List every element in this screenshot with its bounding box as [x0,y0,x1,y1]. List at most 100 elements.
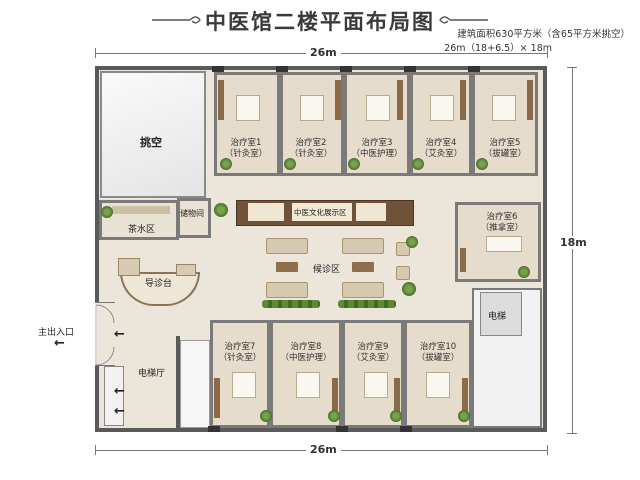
plant-icon [284,158,296,170]
treatment-bed [426,372,450,398]
exhibit-label: 中医文化展示区 [294,208,347,217]
treatment-bed [364,372,388,398]
room-4-type: （艾灸室） [419,149,463,159]
treatment-bed [300,95,324,121]
exhibit-label-box [292,203,352,221]
reception-label: 导诊台 [145,279,173,289]
room-5-type: （拔罐室） [483,149,527,159]
elevator-label: 电梯 [488,312,507,322]
right-cloud-ornament-icon [439,16,488,24]
left-arrow-icon: ← [54,336,65,351]
planter-row [262,300,320,308]
cabinet [397,80,403,120]
cabinet [394,378,400,418]
door-frame [208,426,220,432]
cabinet [460,80,466,120]
treatment-bed [486,236,522,252]
treatment-bed [232,372,256,398]
treatment-bed [492,95,516,121]
plant-icon [402,282,416,296]
plant-icon [328,410,340,422]
outer-wall-left-lower [95,366,99,432]
plant-icon [348,158,360,170]
sofa [266,238,308,254]
door-frame [212,66,224,72]
waiting-area-label: 候诊区 [313,265,341,275]
dim-tick [567,433,577,434]
room-8-name: 治疗室8 [290,342,322,352]
plant-icon [101,206,113,218]
left-arrow-icon: ← [114,384,125,399]
outer-wall-top [95,66,547,70]
room-7-name: 治疗室7 [224,342,256,352]
room-9-type: （艾灸室） [351,353,395,363]
area-info: 建筑面积630平方米（含65平方米挑空） [457,29,630,40]
plant-icon [458,410,470,422]
plant-icon [406,236,418,248]
door-frame [400,426,412,432]
plant-icon [260,410,272,422]
entrance-door[interactable] [95,302,115,366]
left-arrow-icon: ← [114,327,125,342]
room-10-type: （拔罐室） [416,353,460,363]
room-5-name: 治疗室5 [489,138,521,148]
top-dimension-label: 26m [306,46,341,59]
treatment-room-2[interactable] [280,72,344,176]
treatment-bed [236,95,260,121]
dim-tick [547,48,548,58]
room-9-name: 治疗室9 [357,342,389,352]
void-lower [180,340,210,428]
sofa [342,238,384,254]
outer-wall-right [543,66,547,432]
cabinet [335,80,341,120]
room-10-name: 治疗室10 [419,342,457,352]
plant-icon [220,158,232,170]
left-elevator-shaft [104,366,124,426]
page-title: 中医馆二楼平面布局图 [205,9,435,34]
bottom-dimension-label: 26m [306,443,341,456]
plant-icon [412,158,424,170]
treatment-room-1[interactable] [214,72,280,176]
door-frame [404,66,416,72]
cabinet [214,378,220,418]
reception-counter [118,258,140,276]
armchair [396,266,410,280]
outer-wall-bottom [95,428,547,432]
room-1-name: 治疗室1 [230,138,262,148]
door-frame [276,66,288,72]
planter-row [338,300,396,308]
reception-counter [176,264,196,276]
sofa [342,282,384,298]
room-6-name: 治疗室6 [486,212,518,222]
elevator-hall-wall [176,336,180,430]
room-2-type: （针灸室） [289,149,333,159]
plant-icon [390,410,402,422]
cabinet [527,80,533,120]
door-swing-icon [95,304,115,366]
void-area [100,71,206,198]
tea-counter [112,206,170,214]
room-6-type: （推拿室） [480,223,524,233]
cabinet [332,378,338,418]
exhibit-panel [356,203,386,221]
room-4-name: 治疗室4 [425,138,457,148]
room-3-type: （中医护理） [351,149,403,159]
room-2-name: 治疗室2 [295,138,327,148]
storage-label: 储物间 [180,209,204,218]
void-label: 挑空 [140,136,162,149]
treatment-bed [366,95,390,121]
treatment-bed [430,95,454,121]
treatment-bed [296,372,320,398]
room-1-type: （针灸室） [224,149,268,159]
size-info: 26m（18+6.5）× 18m [444,43,552,54]
dim-tick [95,48,96,58]
plant-icon [476,158,488,170]
sofa [266,282,308,298]
dim-tick [95,445,96,455]
tea-area-label: 茶水区 [128,225,156,235]
storage-room [177,198,211,238]
right-dimension-label: 18m [556,236,591,249]
left-cloud-ornament-icon [152,16,201,24]
cabinet [460,248,466,272]
elevator-hall-label: 电梯厅 [138,369,166,379]
